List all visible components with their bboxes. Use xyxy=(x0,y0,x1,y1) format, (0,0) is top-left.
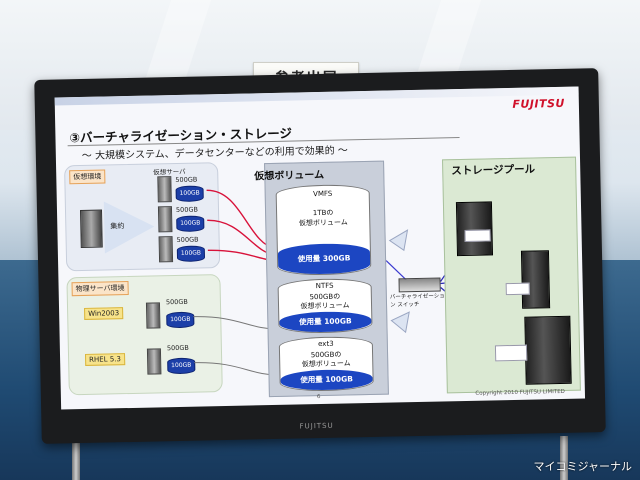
volume-fs: VMFS xyxy=(313,189,333,199)
watermark: マイコミジャーナル xyxy=(533,460,632,473)
storage-rack xyxy=(524,315,572,385)
volume-used: 使用量 100GB xyxy=(300,374,353,385)
volume-used: 使用量 100GB xyxy=(298,316,352,327)
volume-desc2: 仮想ボリューム xyxy=(301,359,351,369)
virtual-volume-panel: VMFS 1TBの 仮想ボリューム 使用量 300GB NTFS 500GBの … xyxy=(264,160,389,398)
monitor: FUJITSU ③バーチャライゼーション・ストレージ ～ 大規模システム、データ… xyxy=(34,68,606,444)
volume-fs: ext3 xyxy=(317,339,334,349)
volume-fs: NTFS xyxy=(315,281,334,291)
monitor-brand: FUJITSU xyxy=(299,421,334,431)
volume-vmfs: VMFS 1TBの 仮想ボリューム 使用量 300GB xyxy=(275,183,372,276)
disk-shelf-icon xyxy=(505,282,530,296)
volume-desc2: 仮想ボリューム xyxy=(298,218,348,228)
disk-shelf-icon xyxy=(494,344,528,362)
virtual-volume-title: 仮想ボリューム xyxy=(254,169,325,183)
virtualization-switch-label: バーチャライゼーション スイッチ xyxy=(389,293,445,309)
volume-used: 使用量 300GB xyxy=(297,253,351,264)
volume-ext3: ext3 500GBの 仮想ボリューム 使用量 100GB xyxy=(278,335,374,392)
virtualization-switch xyxy=(398,277,441,293)
slide-page-number: 6 xyxy=(316,394,321,401)
storage-pool-panel xyxy=(442,156,581,394)
disk-shelf-icon xyxy=(464,229,491,242)
stand-leg xyxy=(560,436,568,480)
stand-leg xyxy=(72,436,80,480)
volume-ntfs: NTFS 500GBの 仮想ボリューム 使用量 100GB xyxy=(277,277,373,334)
slide-screen: FUJITSU ③バーチャライゼーション・ストレージ ～ 大規模システム、データ… xyxy=(54,86,586,410)
storage-rack xyxy=(520,250,551,309)
storage-pool-title: ストレージプール xyxy=(451,163,536,178)
volume-desc2: 仮想ボリューム xyxy=(300,301,350,311)
